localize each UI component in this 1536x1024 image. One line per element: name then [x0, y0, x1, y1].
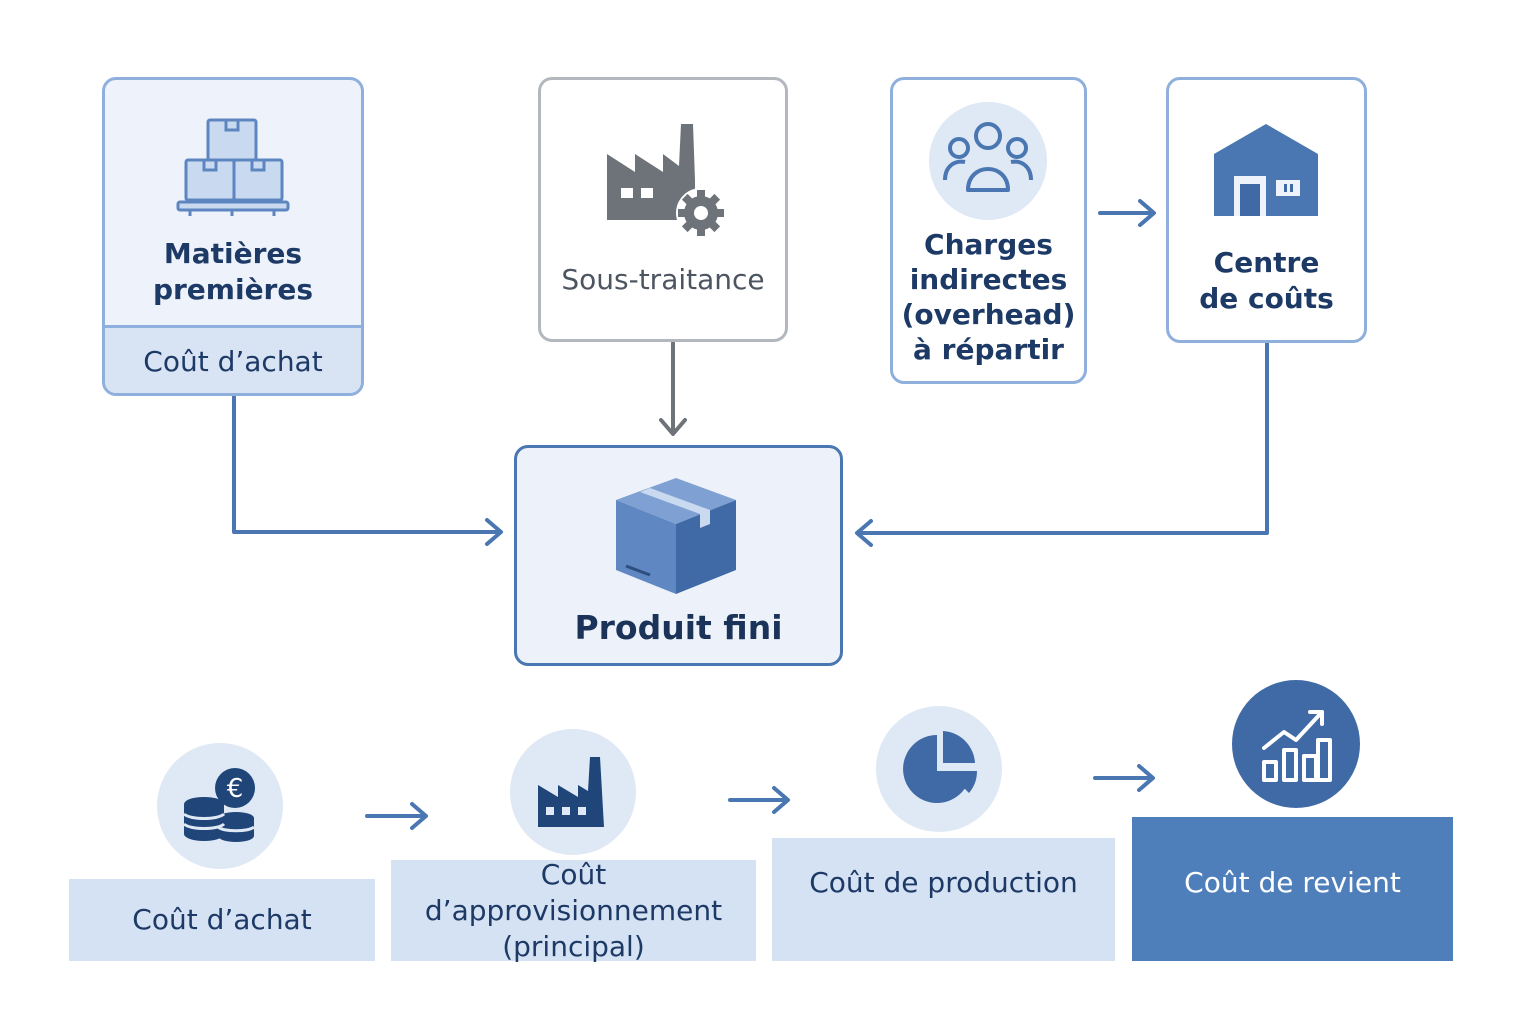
step-supply-cost-label-line1: Coût d’approvisionnement [424, 857, 723, 927]
arrow-step-2-to-3 [728, 786, 790, 814]
node-subcontracting-title: Sous-traitance [561, 263, 765, 296]
arrowhead-overhead-to-center [1138, 199, 1156, 227]
connector-raw-to-product [232, 395, 502, 534]
step-purchase-cost: Coût d’achat [69, 879, 375, 961]
cardboard-box-icon [616, 478, 736, 594]
step-production-cost-label: Coût de production [809, 866, 1078, 899]
arrowhead-center-to-product [855, 519, 873, 547]
arrowhead-raw-to-product [485, 518, 503, 546]
arrow-step-3-to-4 [1093, 764, 1155, 792]
factory-icon [538, 757, 604, 827]
svg-text:€: € [227, 774, 244, 804]
growth-chart-icon [1262, 710, 1332, 782]
node-cost-center-title: Centre de coûts [1199, 246, 1334, 315]
step-supply-cost-label-line2: (principal) [502, 929, 645, 963]
node-overhead-icon-circle [929, 102, 1047, 220]
step-purchase-cost-label: Coût d’achat [132, 903, 312, 936]
pallet-boxes-icon [176, 118, 290, 216]
step-production-icon-circle [876, 706, 1002, 832]
step-cost-price-label: Coût de revient [1184, 866, 1401, 899]
node-raw-materials-footer-band [105, 325, 361, 393]
node-raw-materials-footer: Coût d’achat [143, 345, 323, 378]
node-raw-materials [102, 77, 364, 396]
step-supply-icon-circle [510, 729, 636, 855]
step-production-cost: Coût de production [772, 838, 1115, 961]
warehouse-icon [1214, 124, 1318, 216]
connector-center-to-product [856, 341, 1269, 535]
step-supply-cost: Coût d’approvisionnement (principal) [391, 857, 756, 963]
arrow-step-1-to-2 [365, 802, 428, 830]
node-overhead-title: Charges indirectes (overhead) à répartir [901, 228, 1076, 366]
coins-euro-icon: € [182, 768, 255, 842]
step-cost-price: Coût de revient [1132, 817, 1453, 961]
node-finished-product-title: Produit fini [574, 608, 783, 647]
node-raw-materials-title: Matières premières [152, 237, 314, 306]
factory-gear-icon [607, 124, 726, 238]
arrowhead-sub-to-product [659, 418, 687, 436]
pie-chart-icon [903, 731, 978, 803]
step-cost-price-icon-circle [1232, 680, 1360, 808]
people-group-icon [943, 122, 1033, 192]
